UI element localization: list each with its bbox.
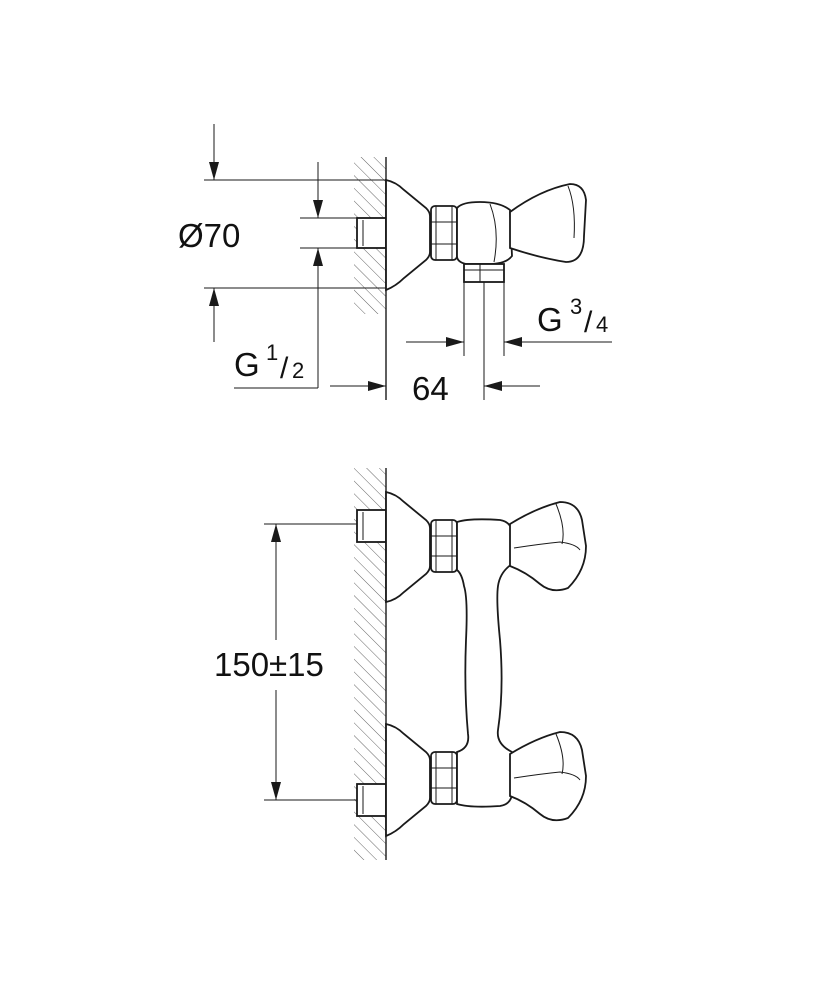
valve-body-side: [456, 201, 513, 265]
inlet-thread-num: 1: [266, 340, 278, 365]
inlet-spacing-label: 150±15: [214, 646, 324, 683]
flange-lower: [385, 722, 431, 838]
inlet-thread-prefix: G: [234, 346, 260, 383]
inlet-stub-side: [356, 217, 387, 249]
inlet-thread-den: 2: [292, 358, 304, 383]
flange-upper: [385, 490, 431, 604]
outlet-thread-prefix: G: [537, 301, 563, 338]
side-view: Ø70 G 1 / 2 G 3 / 4 64: [178, 124, 612, 407]
flange-diameter-label: Ø70: [178, 217, 240, 254]
nut-upper: [430, 519, 458, 573]
inlet-thread-slash: /: [280, 352, 289, 385]
outlet-thread-num: 3: [570, 294, 582, 319]
wall-to-outlet-label: 64: [412, 370, 449, 407]
inlet-stub-lower: [356, 783, 387, 817]
inlet-thread-label: G: [234, 346, 260, 383]
outlet-side: [463, 263, 505, 283]
handle-side: [509, 183, 587, 263]
mixer-body-front: [456, 518, 513, 808]
nut-lower: [430, 751, 458, 805]
inlet-stub-upper: [356, 509, 387, 543]
handle-lower: [509, 731, 587, 822]
nut-side: [430, 205, 458, 261]
handle-upper: [509, 501, 587, 592]
outlet-thread-slash: /: [584, 306, 593, 339]
outlet-thread-den: 4: [596, 312, 608, 337]
flange-side: [385, 178, 431, 292]
front-view: 150±15: [214, 468, 587, 860]
